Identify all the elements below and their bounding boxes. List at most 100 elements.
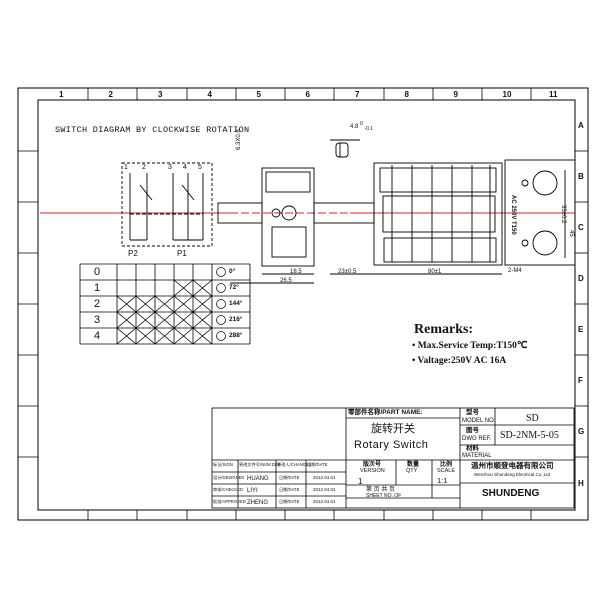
dim-shaft-value: 4.8 [350,124,359,130]
grid-row-label: C [578,222,584,232]
position-label: 0 [94,266,101,278]
grid-column-label: 4 [207,90,212,99]
sign-role: 审核/CHECKED [213,487,244,492]
diagram-title: SWITCH DIAGRAM BY CLOCKWISE ROTATION [55,125,250,135]
front-view-drawing [217,167,375,284]
end-view-drawing [504,159,576,266]
sign-date-label: 日期/DATE [279,499,300,504]
pole-label-p2: P2 [128,249,138,258]
outer-frame [17,87,589,521]
grid-column-label: 6 [305,90,310,99]
sign-date: 2012.04.01 [313,487,336,492]
table-cross [154,311,175,329]
table-cross [135,327,156,345]
pin-label: 4 [183,164,187,171]
grid-column-label: 7 [355,90,360,99]
dim-45: 45 [568,230,574,237]
sign-name: LIYI [247,488,258,494]
remarks-line-2: • Valtage:250V AC 16A [412,356,507,366]
position-angle: 72° [229,284,239,291]
grid-column-label: 5 [256,90,261,99]
table-cross [173,327,194,345]
dwg-value: SD-2NM-5-05 [500,430,559,441]
position-icon [216,267,226,277]
dim-shaft-lower: -0.1 [364,126,374,132]
table-cross [135,311,156,329]
table-cross [173,311,194,329]
wiring-schematic [121,162,213,247]
position-label: 2 [94,298,101,310]
scale-value: 1:1 [437,476,448,485]
dim-shaft: 4.8 0 -0.1 [350,122,374,132]
table-cross [192,279,213,297]
part-name-label: 零部件名称/PART NAME: [348,409,423,416]
position-icon [216,283,226,293]
sign-role: 批准/APPROVED [213,499,246,504]
side-view-drawing [373,162,503,275]
title-block [211,407,575,509]
model-value: SD [526,413,539,424]
version-label-cn: 版次号 [363,462,382,468]
dim-18-5: 18.5 [290,269,302,275]
dim-2-m4: 2-M4 [508,268,522,274]
brand: SHUNDENG [482,488,540,499]
dim-35: 35±0.2 [560,205,566,224]
grid-column-label: 2 [108,90,113,99]
table-cross [192,311,213,329]
position-angle: 144° [229,300,243,307]
grid-row-label: E [578,324,584,334]
title-block-header-cell: 更改文件号/NUM DES [239,462,281,467]
part-name-en: Rotary Switch [354,439,429,451]
part-name-cn: 旋转开关 [371,423,415,435]
company-cn: 温州市顺登电器有限公司 [471,461,554,470]
sheet-label: 第 页 共 页 [366,487,396,493]
qty-label-cn: 数量 [407,462,420,468]
title-block-header-cell: 更改人/CHANGES [277,462,312,467]
position-angle: 288° [229,332,243,339]
grid-row-label: H [578,478,584,488]
scale-label-en: SCALE [437,468,456,474]
sign-role: 设计/DESIGNED [213,475,245,480]
inner-frame [37,99,576,511]
table-cross [116,327,137,345]
grid-column-label: 3 [158,90,163,99]
sign-name: HUANG [247,476,269,482]
table-cross [154,295,175,313]
position-label: 3 [94,314,101,326]
grid-row-label: G [578,426,585,436]
position-label: 1 [94,282,101,294]
sign-date-label: 日期/DATE [279,475,300,480]
table-cross [116,295,137,313]
remarks-title: Remarks: [414,322,474,337]
grid-row-label: A [578,120,584,130]
sign-date: 2012.04.01 [313,499,336,504]
dim-flat: 6.3X0.8 [236,129,242,150]
dwg-label-en: DWG REF. [462,436,492,442]
shaft-detail [330,139,360,158]
grid-column-label: 9 [453,90,458,99]
position-icon [216,331,226,341]
title-block-header-cell: 标记/SIGN [213,462,233,467]
grid-column-label: 1 [59,90,64,99]
pin-label: 3 [168,164,172,171]
grid-row-label: B [578,171,584,181]
sheet-label-en: SHEET NO. OF [366,493,402,499]
position-angle: 216° [229,316,243,323]
grid-column-label: 10 [502,90,512,99]
position-icon [216,299,226,309]
dwg-label-cn: 图号 [466,427,479,434]
position-table [79,263,251,345]
sign-date: 2012.04.01 [313,475,336,480]
version-label-en: VERSION [360,468,385,474]
sign-date-label: 日期/DATE [279,487,300,492]
scale-label-cn: 比例 [440,462,453,468]
side-marking: AC 250V T150 [510,195,516,235]
table-cross [192,327,213,345]
position-label: 4 [94,330,101,342]
model-label-en: MODEL NO. [462,418,496,424]
pin-label: 1 [124,164,128,171]
table-cross [173,295,194,313]
table-cross [116,311,137,329]
dim-23: 23±0.5 [338,269,357,275]
